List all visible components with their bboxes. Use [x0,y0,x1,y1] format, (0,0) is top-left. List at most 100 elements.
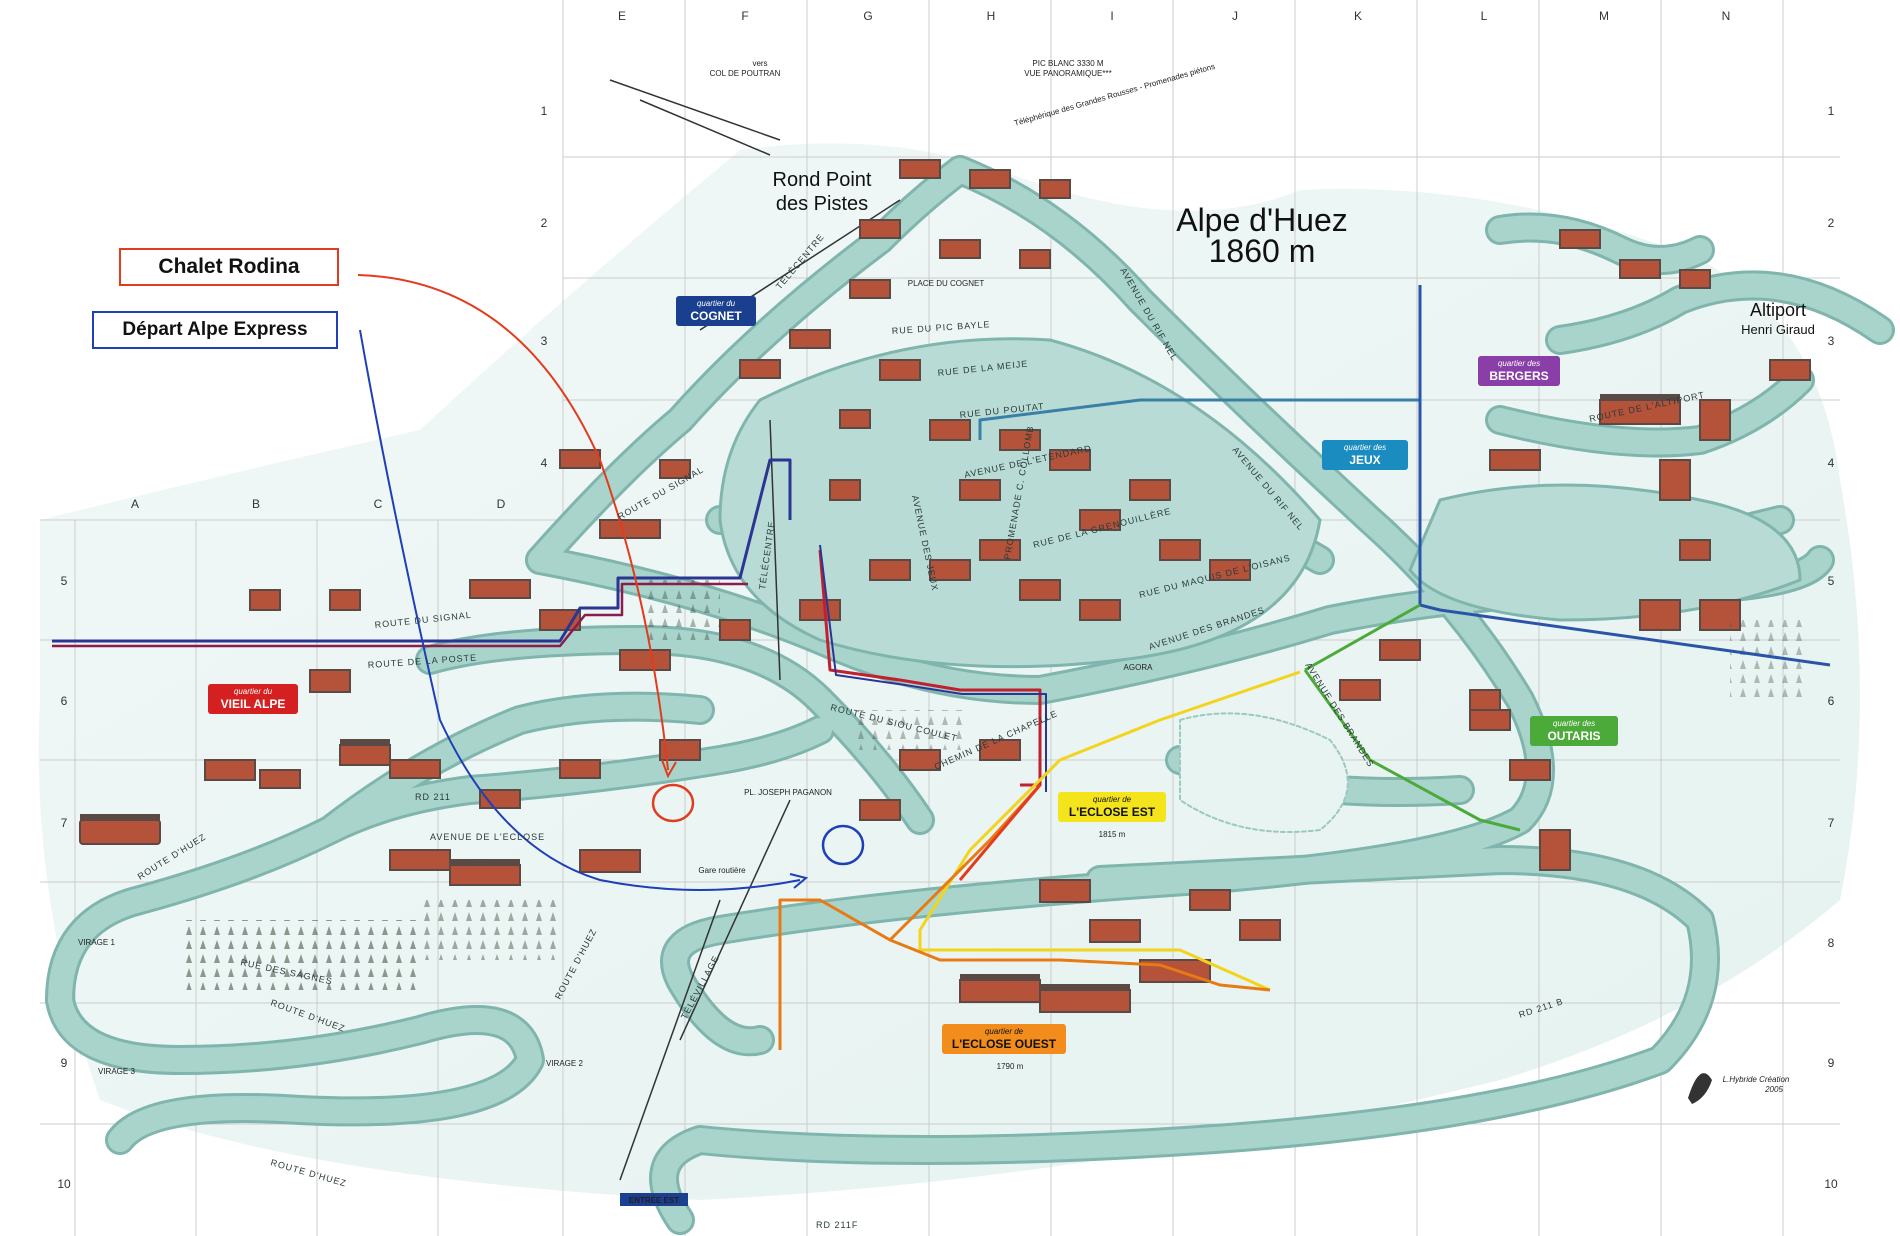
grid-row-label: 9 [61,1056,68,1070]
grid-row-label: 7 [1828,816,1835,830]
place-col-poutran: vers [752,59,767,68]
grid-row-label: 5 [1828,574,1835,588]
grid-row-label: 5 [61,574,68,588]
chalet-arrow [357,274,669,771]
quartier-badge-bg [1478,356,1560,386]
chalet-rodina-callout: Chalet Rodina [119,248,339,286]
quartier-badge-name: VIEIL ALPE [221,697,286,711]
quartier-badge-name: BERGERS [1489,369,1548,383]
buildings [79,159,1811,1013]
quartier-badge-prefix: quartier du [234,687,273,696]
grid-row-label: 1 [1828,104,1835,118]
quartier-badge-name: OUTARIS [1547,729,1600,743]
grid-row-label: 7 [61,816,68,830]
boundary-navy-line [52,458,792,643]
place-rond-point: Rond Point [773,169,872,191]
depart-marker-circle [821,824,865,866]
grid-row-label: 2 [1828,216,1835,230]
grid-row-label: 4 [541,456,548,470]
map-title: Alpe d'Huez [1176,202,1348,238]
depart-alpe-express-label: Départ Alpe Express [122,319,308,340]
grid-row-label: 3 [541,334,548,348]
grid-col-label: M [1599,9,1609,23]
place-agora: AGORA [1124,663,1154,672]
map-altitude: 1860 m [1209,233,1316,269]
grid-col-label: A [131,497,139,511]
grid-row-label: 10 [57,1177,71,1191]
grid-row-label: 8 [1828,936,1835,950]
grid-col-label: D [497,497,506,511]
place-virage-1: VIRAGE 1 [78,938,115,947]
quartier-badge-bg [208,684,298,714]
quartier-badge-bg [1530,716,1618,746]
grid-col-label: C [374,497,383,511]
grid-col-label: I [1110,9,1113,23]
place-pic-blanc-sub: VUE PANORAMIQUE*** [1024,69,1111,78]
quartier-badge-name: L'ECLOSE OUEST [952,1037,1057,1051]
grid-col-label: E [618,9,626,23]
credit-logo [1688,1073,1712,1104]
place-rond-point-sub: des Pistes [776,193,868,215]
grid-col-label: G [863,9,872,23]
road-rd211: RD 211 [415,792,451,802]
boundary-yellow-line [918,670,1301,992]
place-pic-blanc: PIC BLANC 3330 M [1032,59,1103,68]
grid-col-label: B [252,497,260,511]
quartier-badge-name: COGNET [690,309,742,323]
place-eclose-est-alt: 1815 m [1099,830,1126,839]
grid-col-label: L [1481,9,1488,23]
district-boundaries [52,285,1831,1050]
quartier-badge-bg [1058,792,1166,822]
grid-col-label: K [1354,9,1362,23]
boundary-blue-line [1418,285,1831,667]
quartier-badge-prefix: quartier du [697,299,736,308]
quartier-badge: quartier deL'ECLOSE EST [1058,792,1166,822]
chalet-arrow-head [661,759,677,779]
grid-col-label: J [1232,9,1238,23]
place-altiport-sub: Henri Giraud [1741,322,1815,337]
grid-row-label: 6 [1828,694,1835,708]
depart-arrow-head [789,873,809,889]
entree-est-badge [620,1193,688,1206]
grid-row-label: 4 [1828,456,1835,470]
boundary-teal-line [978,398,1420,440]
depart-alpe-express-callout: Départ Alpe Express [92,311,338,349]
place-paganon-label: PL. JOSEPH PAGANON [744,788,832,797]
quartier-badge: quartier deL'ECLOSE OUEST [942,1024,1066,1054]
grid-row-label: 1 [541,104,548,118]
grid-labels: E F G H I J K L M N A B C D 1 2 3 4 5 6 … [57,9,1838,1191]
credit-year: 2005 [1764,1085,1783,1094]
grid-row-label: 6 [61,694,68,708]
depart-arrow [359,329,801,891]
chalet-rodina-label: Chalet Rodina [158,255,300,278]
place-entree-est: ENTRÉE EST [629,1196,679,1205]
place-cognet-label: PLACE DU COGNET [908,279,985,288]
quartier-badge-prefix: quartier de [985,1027,1024,1036]
boundary-orange-line [778,783,1271,1050]
boundary-green-line [1303,603,1521,832]
grid-row-label: 2 [541,216,548,230]
place-gare-routiere: Gare routière [698,866,746,875]
grid-col-label: F [741,9,748,23]
grid-col-label: N [1722,9,1731,23]
credit-text: L.Hybride Création [1723,1075,1790,1084]
quartier-badge-bg [942,1024,1066,1054]
quartier-badge-prefix: quartier des [1498,359,1540,368]
place-eclose-ouest-alt: 1790 m [997,1062,1024,1071]
place-virage-3: VIRAGE 3 [98,1067,135,1076]
quartier-badge-prefix: quartier des [1553,719,1595,728]
quartier-badge-bg [676,296,756,326]
road-rd211f: RD 211F [816,1220,858,1230]
quartier-badge-bg [1322,440,1408,470]
chalet-marker-circle [651,783,695,823]
grid-row-label: 3 [1828,334,1835,348]
callout-arrows [357,274,865,891]
trees [180,580,1810,990]
boundary-red-orange-line [958,784,1042,881]
